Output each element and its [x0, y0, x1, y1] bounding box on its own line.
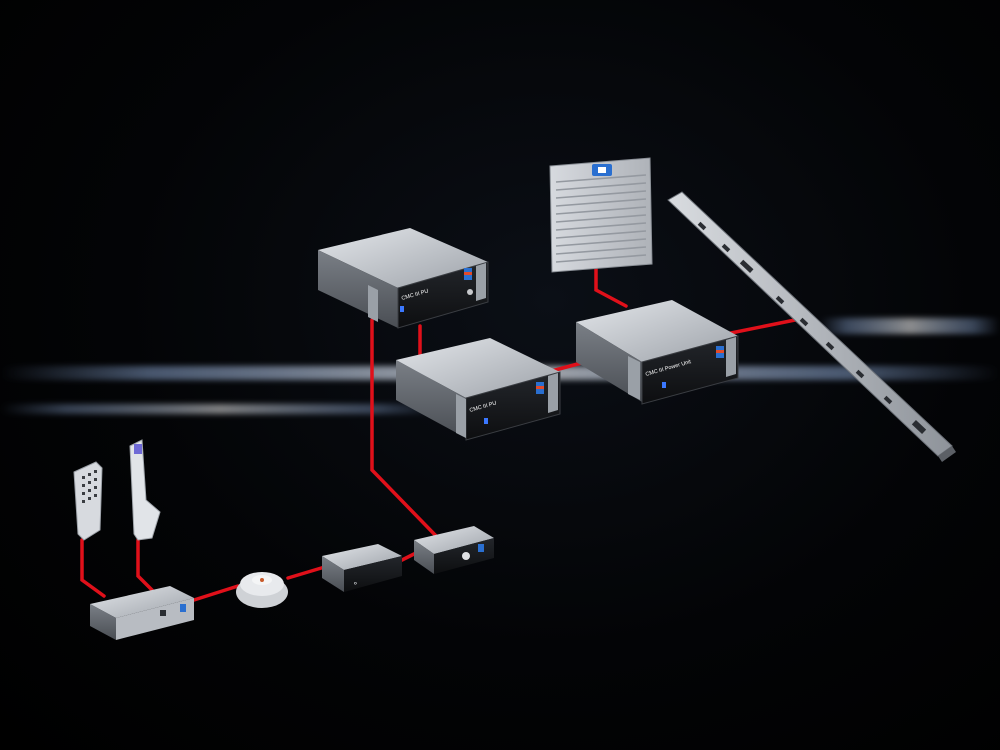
svg-text:⚬: ⚬: [352, 579, 359, 588]
io-unit-mid: CMC III PU: [396, 338, 561, 441]
cable-base-to-smoke: [192, 584, 240, 602]
fan-filter-unit-icon: [549, 157, 653, 273]
cable-reader-to-base: [136, 538, 154, 592]
card-reader-icon: [129, 439, 161, 541]
io-unit-top: CMC III PU: [318, 228, 489, 329]
can-unit-right: [414, 526, 494, 574]
cable-power-to-strip: [724, 318, 797, 336]
cable-fan-to-power: [594, 264, 628, 308]
base-unit: [90, 586, 194, 640]
smoke-detector-icon: [236, 572, 288, 608]
power-strip-icon: [667, 191, 956, 462]
cable-smoke-to-sensor: [286, 564, 330, 580]
sensor-unit-icon: ⚬: [322, 544, 402, 592]
cable-keypad-to-base: [80, 538, 106, 598]
power-unit: CMC III Power Unit: [576, 300, 739, 405]
access-keypad-icon: [73, 461, 103, 541]
cable-io-top-to-can: [370, 318, 442, 542]
